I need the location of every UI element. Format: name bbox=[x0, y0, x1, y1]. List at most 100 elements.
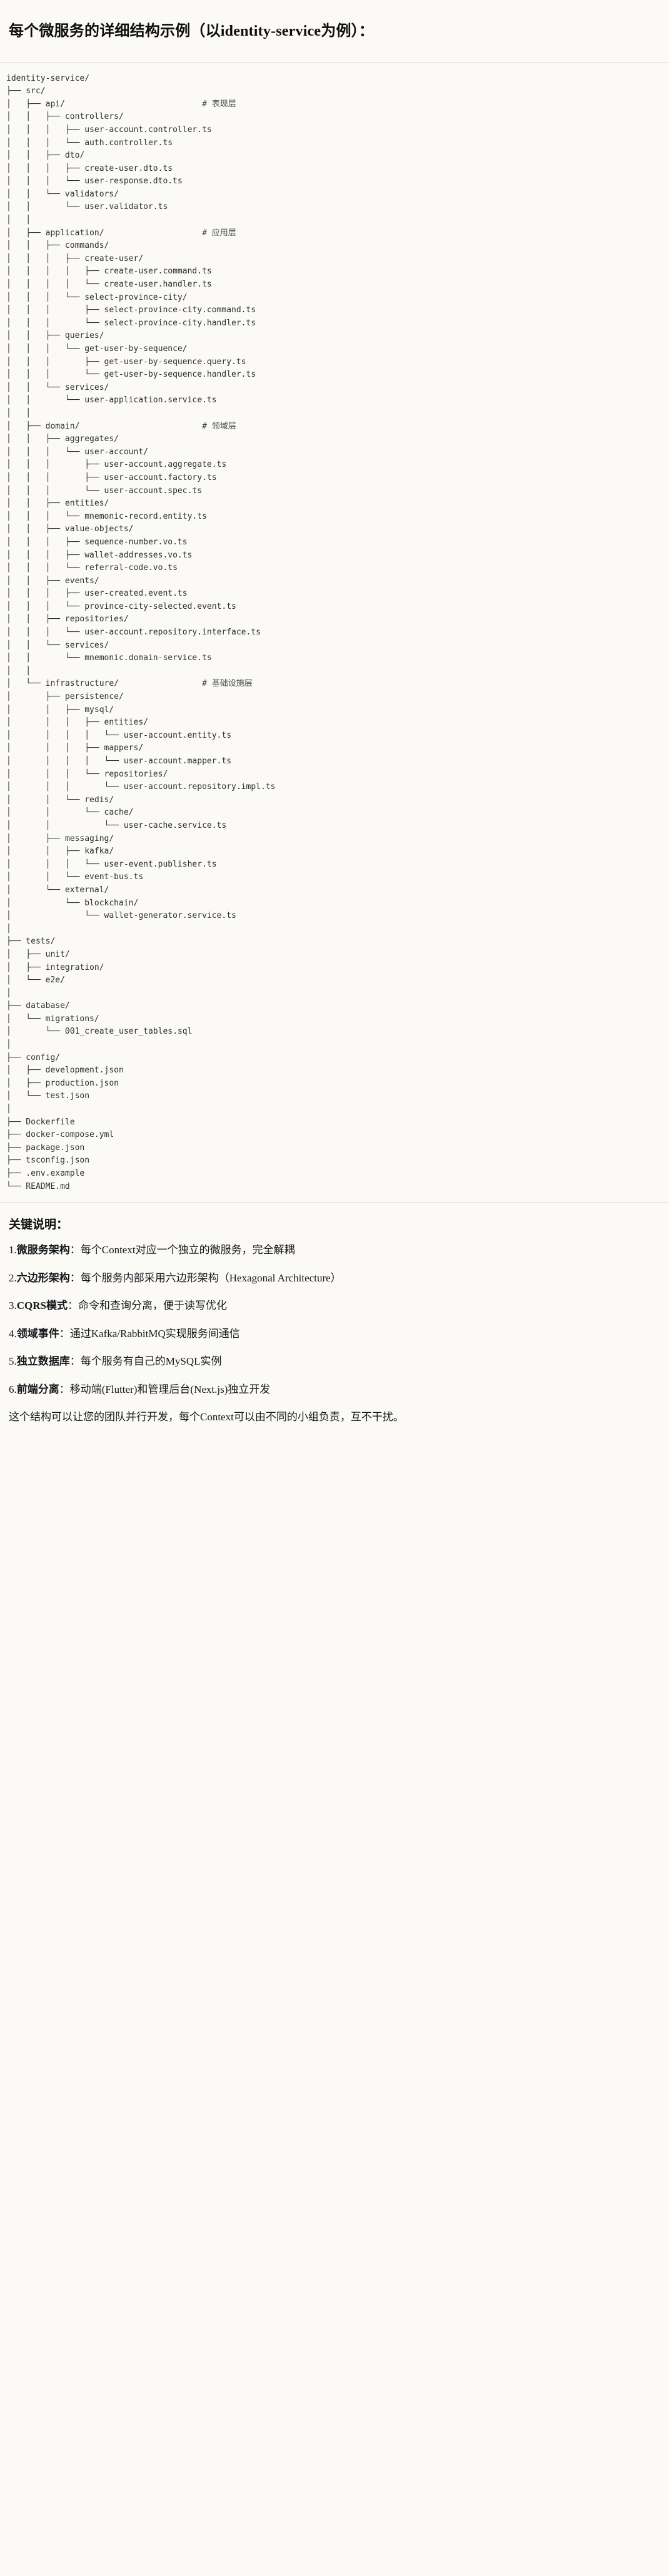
tree-line: │ │ │ ├── entities/ bbox=[6, 718, 148, 727]
key-note-separator: ： bbox=[69, 1271, 81, 1284]
tree-line: │ │ │ └── user-event.publisher.ts bbox=[6, 860, 217, 869]
key-note-number: 1. bbox=[9, 1244, 17, 1256]
tree-line: │ ├── domain/ # 领域层 bbox=[6, 422, 236, 431]
tree-path: └── README.md bbox=[6, 1181, 70, 1191]
tree-path: │ bbox=[6, 1040, 11, 1050]
key-note-item: 1.微服务架构：每个Context对应一个独立的微服务，完全解耦 bbox=[9, 1242, 660, 1258]
tree-line: │ │ ├── kafka/ bbox=[6, 847, 114, 856]
tree-path: │ │ │ ├── get-user-by-sequence.query.ts bbox=[6, 357, 246, 367]
tree-path: │ │ ├── entities/ bbox=[6, 499, 109, 509]
tree-line: │ │ ├── queries/ bbox=[6, 331, 104, 340]
tree-path: │ │ │ └── user-account.spec.ts bbox=[6, 486, 203, 496]
tree-path: │ │ bbox=[6, 215, 31, 225]
tree-line: │ └── blockchain/ bbox=[6, 899, 138, 908]
tree-path: │ │ │ └── auth.controller.ts bbox=[6, 138, 173, 148]
tree-path: │ bbox=[6, 988, 11, 998]
tree-path: │ │ └── user-cache.service.ts bbox=[6, 820, 227, 830]
tree-path: │ │ │ ├── wallet-addresses.vo.ts bbox=[6, 550, 193, 560]
tree-path: ├── docker-compose.yml bbox=[6, 1130, 114, 1140]
tree-line: │ │ │ └── user-response.dto.ts bbox=[6, 176, 183, 186]
key-note-item: 5.独立数据库：每个服务有自己的MySQL实例 bbox=[9, 1353, 660, 1370]
key-note-term: CQRS模式 bbox=[16, 1300, 68, 1312]
tree-path: ├── config/ bbox=[6, 1052, 61, 1062]
key-note-number: 2. bbox=[9, 1271, 17, 1284]
tree-line: │ │ │ └── get-user-by-sequence.handler.t… bbox=[6, 370, 256, 379]
tree-path: │ │ │ │ └── user-account.entity.ts bbox=[6, 730, 232, 740]
tree-path: │ │ │ ├── mappers/ bbox=[6, 743, 144, 753]
tree-line: │ ├── api/ # 表现层 bbox=[6, 99, 236, 109]
tree-line: ├── docker-compose.yml bbox=[6, 1130, 114, 1139]
tree-path: │ │ │ └── referral-code.vo.ts bbox=[6, 563, 178, 573]
key-note-separator: ： bbox=[59, 1383, 70, 1395]
tree-line: │ └── e2e/ bbox=[6, 975, 65, 985]
tree-line: ├── .env.example bbox=[6, 1169, 84, 1178]
tree-path: │ ├── integration/ bbox=[6, 962, 104, 972]
tree-line: │ │ │ └── user-account.repository.impl.t… bbox=[6, 782, 275, 792]
tree-line: │ └── test.json bbox=[6, 1091, 89, 1101]
key-notes-section: 关键说明： 1.微服务架构：每个Context对应一个独立的微服务，完全解耦 2.… bbox=[0, 1203, 669, 1437]
tree-path: │ │ └── redis/ bbox=[6, 795, 114, 805]
tree-path: │ │ ├── controllers/ bbox=[6, 112, 124, 122]
tree-path: │ │ │ └── user-account.repository.impl.t… bbox=[6, 782, 276, 792]
key-notes-heading: 关键说明： bbox=[9, 1218, 69, 1232]
tree-path: │ │ │ │ ├── create-user.command.ts bbox=[6, 267, 212, 277]
tree-line: │ └── wallet-generator.service.ts bbox=[6, 911, 236, 920]
tree-path: │ └── blockchain/ bbox=[6, 898, 139, 908]
tree-path: │ │ │ │ └── user-account.mapper.ts bbox=[6, 756, 232, 766]
tree-line: │ │ └── services/ bbox=[6, 641, 109, 650]
tree-line: │ │ │ ├── user-created.event.ts bbox=[6, 589, 188, 598]
tree-path: │ │ ├── kafka/ bbox=[6, 847, 114, 857]
tree-comment: # 基础设施层 bbox=[202, 679, 253, 689]
tree-line: │ │ │ ├── create-user.dto.ts bbox=[6, 164, 173, 173]
tree-pad bbox=[119, 679, 202, 688]
tree-path: │ ├── application/ bbox=[6, 228, 104, 238]
tree-line: │ ├── application/ # 应用层 bbox=[6, 228, 236, 238]
key-note-term: 六边形架构 bbox=[16, 1271, 70, 1284]
tree-path: │ │ │ ├── user-account.aggregate.ts bbox=[6, 460, 227, 470]
tree-path: │ └── 001_create_user_tables.sql bbox=[6, 1027, 193, 1037]
tree-line: │ │ │ ├── user-account.aggregate.ts bbox=[6, 460, 226, 469]
directory-tree-section: identity-service/ ├── src/ │ ├── api/ # … bbox=[0, 62, 669, 1203]
tree-line: │ └── infrastructure/ # 基础设施层 bbox=[6, 679, 253, 688]
tree-line: ├── config/ bbox=[6, 1053, 60, 1062]
tree-line: │ │ ├── aggregates/ bbox=[6, 434, 119, 444]
tree-path: │ │ │ └── mnemonic-record.entity.ts bbox=[6, 511, 207, 521]
tree-path: │ │ │ └── repositories/ bbox=[6, 769, 168, 779]
tree-path: │ └── infrastructure/ bbox=[6, 679, 119, 689]
tree-path: │ │ ├── value-objects/ bbox=[6, 524, 134, 534]
tree-path: │ │ └── services/ bbox=[6, 382, 109, 392]
tree-line: │ ├── development.json bbox=[6, 1066, 124, 1075]
tree-path: │ │ │ ├── sequence-number.vo.ts bbox=[6, 537, 188, 547]
tree-line: │ │ └── user.validator.ts bbox=[6, 202, 168, 211]
tree-path: ├── .env.example bbox=[6, 1169, 85, 1179]
key-note-description: 每个服务内部采用六边形架构（Hexagonal Architecture） bbox=[80, 1271, 341, 1284]
tree-path: │ │ bbox=[6, 666, 31, 676]
directory-tree: identity-service/ ├── src/ │ ├── api/ # … bbox=[6, 73, 660, 1194]
tree-path: │ │ ├── events/ bbox=[6, 576, 99, 586]
tree-line: │ │ └── mnemonic.domain-service.ts bbox=[6, 653, 212, 663]
tree-path: │ └── external/ bbox=[6, 885, 109, 895]
key-note-separator: ： bbox=[67, 1300, 78, 1312]
tree-line: │ │ │ └── province-city-selected.event.t… bbox=[6, 602, 236, 611]
tree-path: │ │ │ ├── entities/ bbox=[6, 718, 148, 728]
tree-line: ├── src/ bbox=[6, 86, 46, 96]
tree-line: │ bbox=[6, 989, 11, 998]
tree-line: │ ├── persistence/ bbox=[6, 692, 124, 701]
tree-path: │ │ │ ├── user-account.factory.ts bbox=[6, 472, 217, 482]
tree-line: │ │ ├── entities/ bbox=[6, 499, 109, 508]
tree-path: │ ├── api/ bbox=[6, 99, 65, 109]
tree-path: │ └── test.json bbox=[6, 1091, 90, 1101]
tree-line: │ │ ├── value-objects/ bbox=[6, 524, 134, 534]
page-title: 每个微服务的详细结构示例（以identity-service为例）： bbox=[9, 23, 375, 40]
tree-line: │ │ │ └── select-province-city/ bbox=[6, 293, 188, 302]
page-root: 每个微服务的详细结构示例（以identity-service为例）： ident… bbox=[0, 0, 669, 1437]
tree-line: identity-service/ bbox=[6, 74, 89, 83]
tree-path: │ │ │ ├── create-user.dto.ts bbox=[6, 163, 173, 173]
tree-line: │ │ └── services/ bbox=[6, 383, 109, 392]
tree-line: │ │ │ │ └── user-account.entity.ts bbox=[6, 731, 231, 740]
tree-line: ├── tsconfig.json bbox=[6, 1156, 89, 1165]
key-note-separator: ： bbox=[69, 1355, 81, 1368]
tree-line: │ └── 001_create_user_tables.sql bbox=[6, 1027, 192, 1036]
title-section: 每个微服务的详细结构示例（以identity-service为例）： bbox=[0, 0, 669, 62]
